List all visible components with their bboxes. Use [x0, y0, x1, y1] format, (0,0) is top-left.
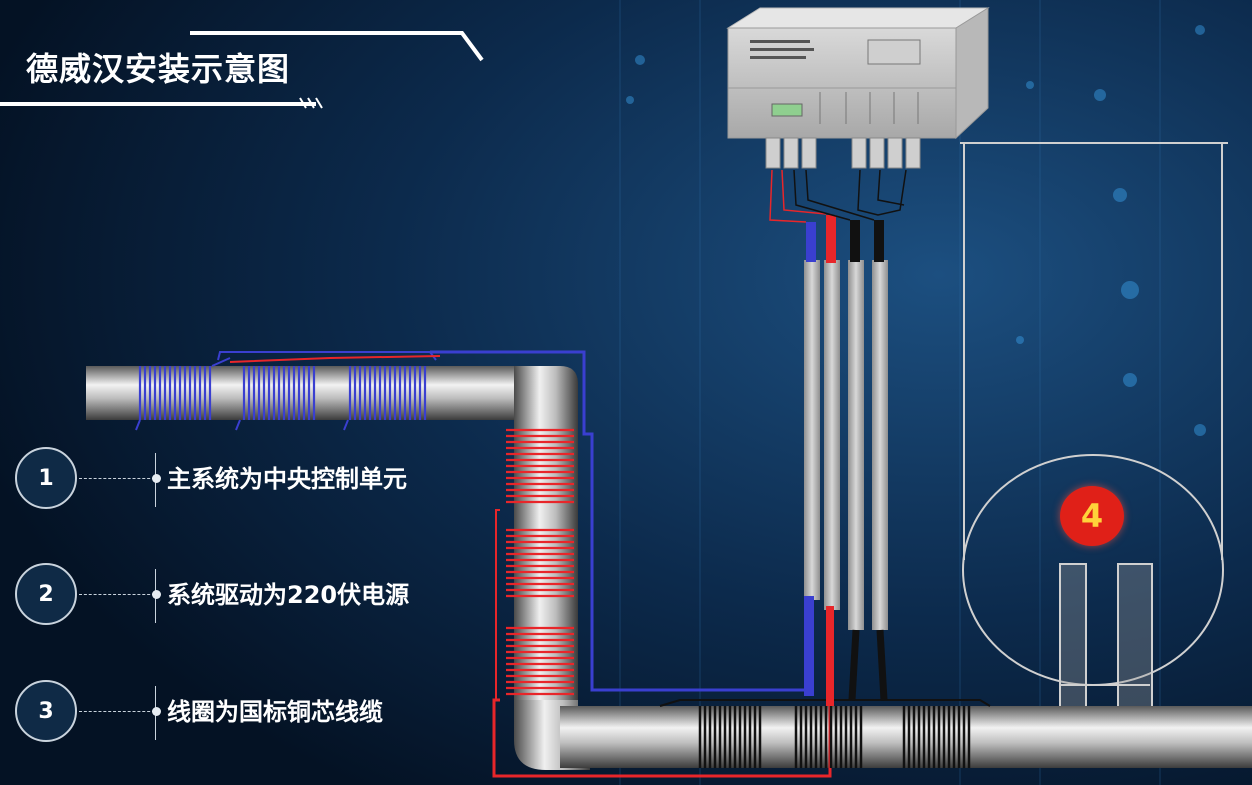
- number-badge: 3: [15, 680, 77, 742]
- page-title: 德威汉安装示意图: [26, 50, 291, 88]
- item-label: 线圈为国标铜芯线缆: [167, 698, 383, 726]
- cable-bundle: [804, 215, 888, 706]
- item-label: 系统驱动为220伏电源: [167, 581, 410, 609]
- item-label: 主系统为中央控制单元: [167, 465, 407, 493]
- tank: [960, 142, 1228, 711]
- red-coil: [506, 428, 574, 696]
- number-badge: 1: [15, 447, 77, 509]
- list-item: 3 线圈为国标铜芯线缆: [15, 680, 485, 746]
- leader-line: [79, 594, 155, 595]
- tank-marker: 4: [1060, 486, 1124, 546]
- black-coil: [698, 706, 971, 768]
- list-item: 2 系统驱动为220伏电源: [15, 563, 485, 629]
- leader-dot: [152, 707, 161, 716]
- control-box: [726, 7, 990, 169]
- leader-dot: [152, 474, 161, 483]
- blue-coil: [138, 366, 427, 420]
- number-badge: 2: [15, 563, 77, 625]
- leader-line: [79, 478, 155, 479]
- leader-line: [79, 711, 155, 712]
- list-item: 1 主系统为中央控制单元: [15, 447, 485, 513]
- leader-dot: [152, 590, 161, 599]
